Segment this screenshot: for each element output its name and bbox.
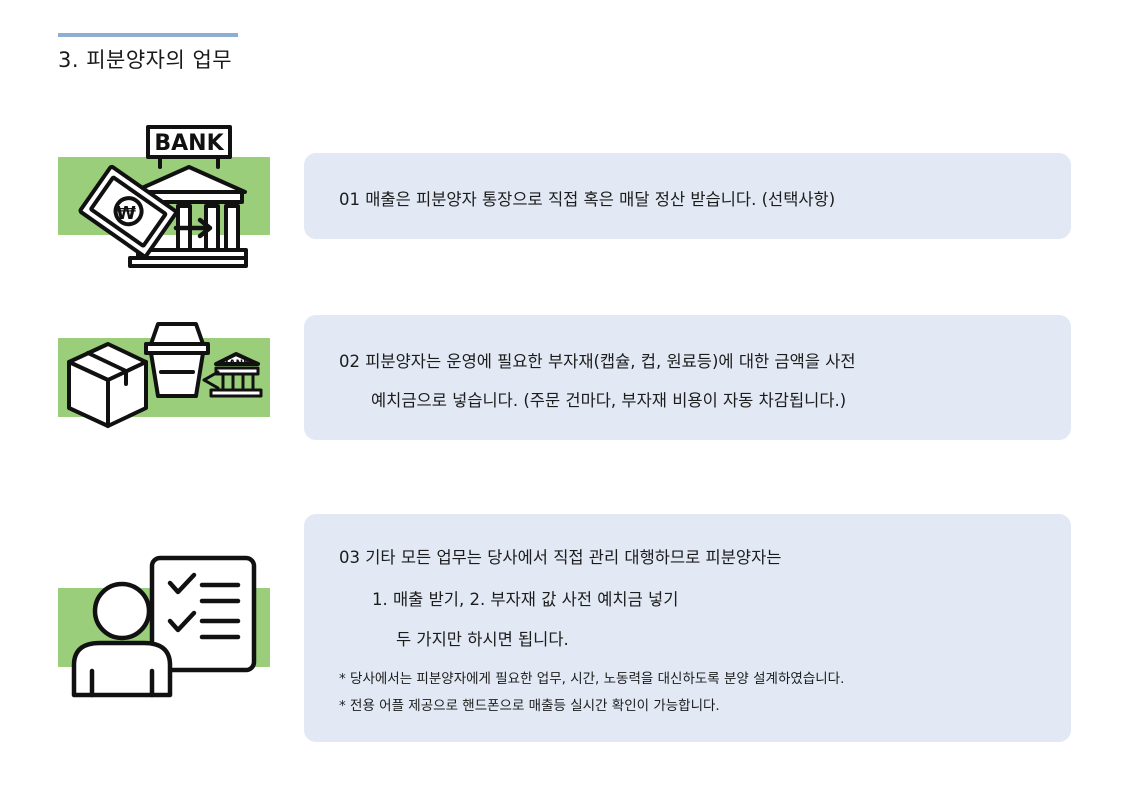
- title-accent-bar: [58, 33, 238, 37]
- card-3: 03 기타 모든 업무는 당사에서 직접 관리 대행하므로 피분양자는 1. 매…: [304, 514, 1071, 742]
- card-1-line-1: 01 매출은 피분양자 통장으로 직접 혹은 매달 정산 받습니다. (선택사항…: [339, 190, 836, 209]
- bank-sign-text: BANK: [154, 131, 224, 156]
- bank-money-transfer-icon: BANK ₩: [78, 125, 248, 268]
- page-title: 3. 피분양자의 업무: [58, 48, 233, 72]
- card-3-note-2: * 전용 어플 제공으로 핸드폰으로 매출등 실시간 확인이 가능합니다.: [339, 698, 720, 714]
- currency-symbol: ₩: [116, 203, 136, 224]
- card-2: 02 피분양자는 운영에 필요한 부자재(캡슐, 컵, 원료등)에 대한 금액을…: [304, 315, 1071, 440]
- card-3-note-1: * 당사에서는 피분양자에게 필요한 업무, 시간, 노동력을 대신하도록 분양…: [339, 671, 845, 687]
- card-3-line-1: 03 기타 모든 업무는 당사에서 직접 관리 대행하므로 피분양자는: [339, 548, 782, 567]
- person-checklist-icon: [71, 555, 257, 698]
- small-bank-text: BANK: [222, 359, 251, 369]
- card-3-line-2: 1. 매출 받기, 2. 부자재 값 사전 예치금 넣기: [372, 590, 679, 609]
- card-2-line-1: 02 피분양자는 운영에 필요한 부자재(캡슐, 컵, 원료등)에 대한 금액을…: [339, 352, 856, 371]
- supplies-bank-icon: BANK: [67, 322, 263, 428]
- card-3-line-3: 두 가지만 하시면 됩니다.: [396, 630, 569, 649]
- card-2-line-2: 예치금으로 넣습니다. (주문 건마다, 부자재 비용이 자동 차감됩니다.): [371, 391, 847, 410]
- card-1: 01 매출은 피분양자 통장으로 직접 혹은 매달 정산 받습니다. (선택사항…: [304, 153, 1071, 239]
